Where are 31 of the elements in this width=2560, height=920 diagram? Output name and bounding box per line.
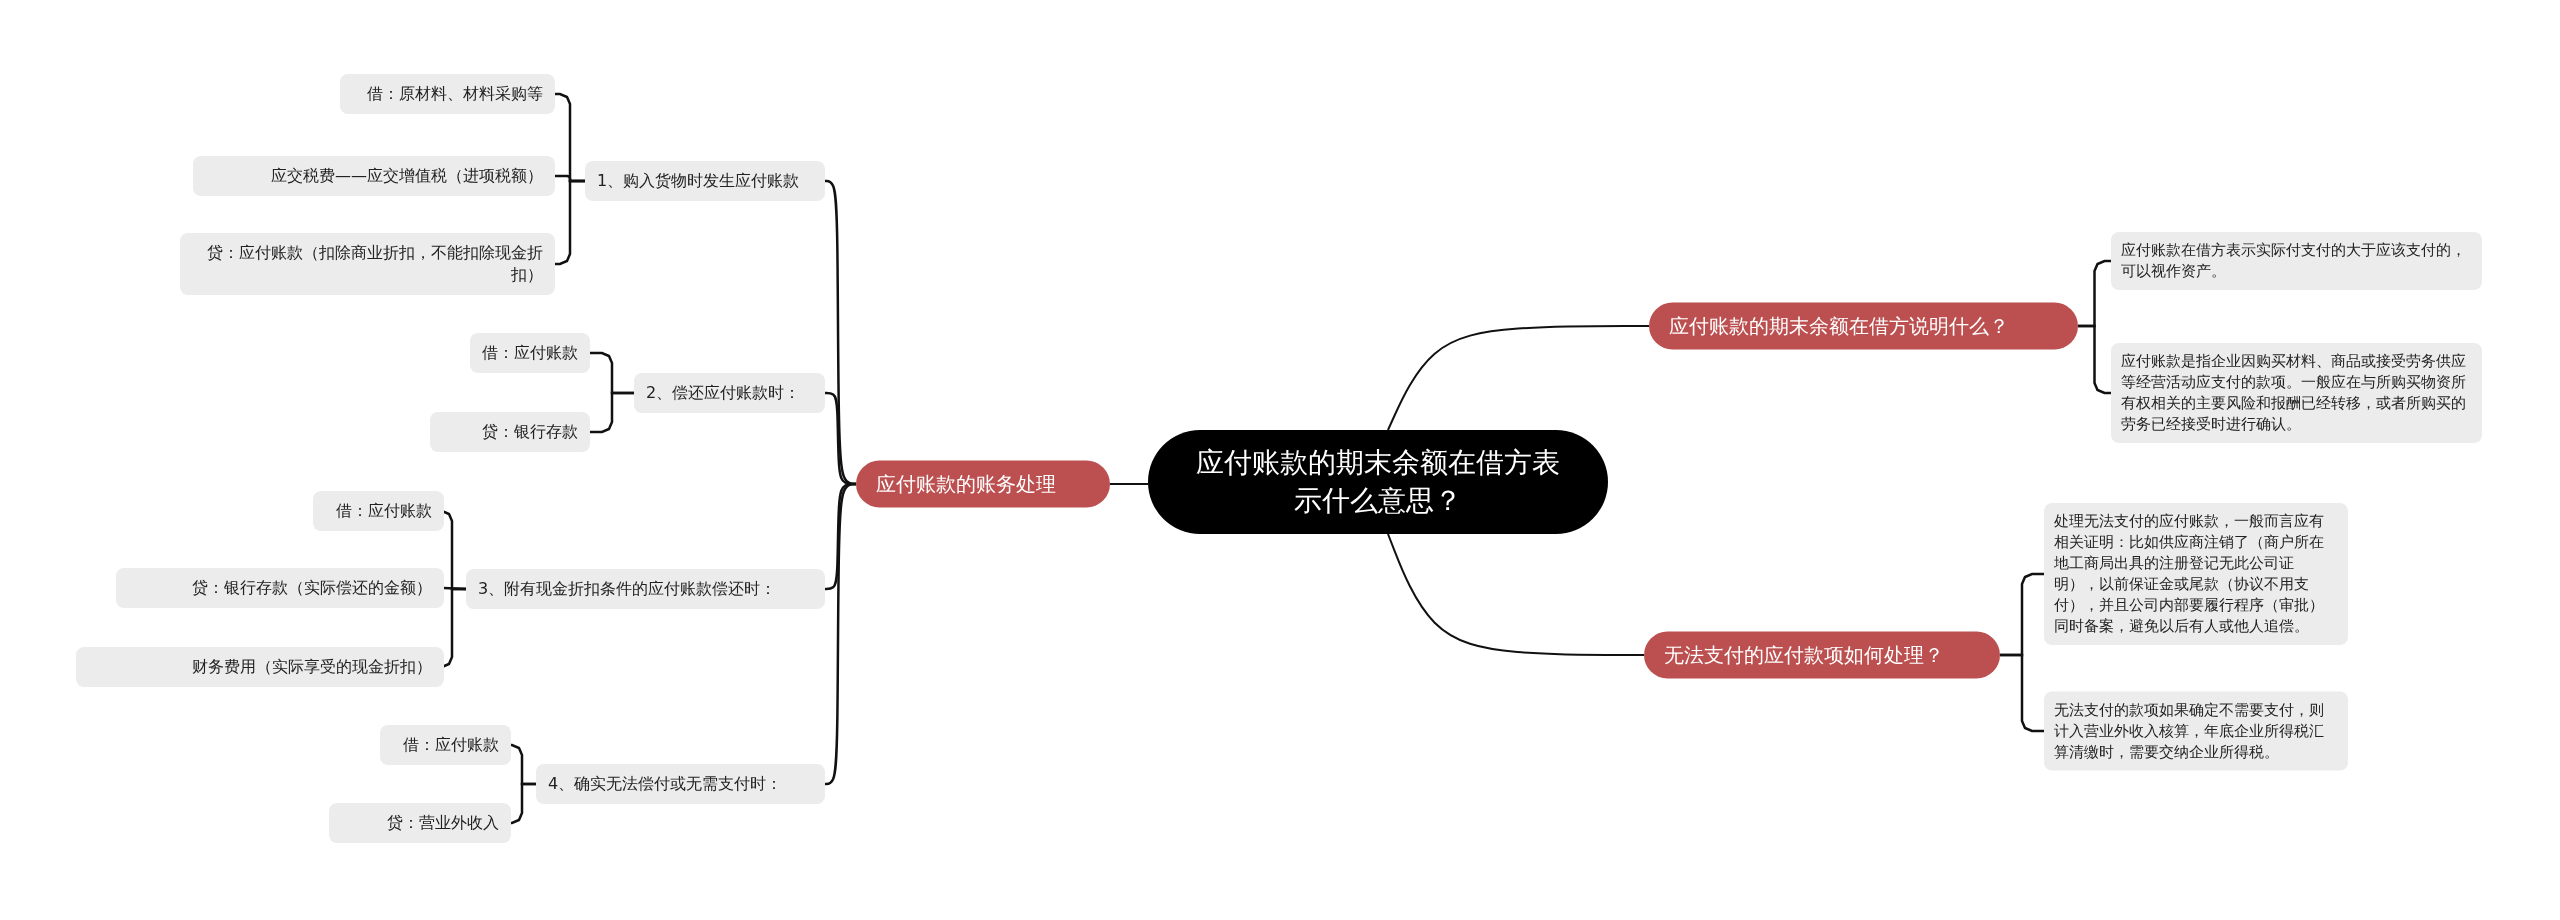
connector-line xyxy=(510,782,536,825)
entry-box: 借：应付账款 xyxy=(470,333,590,373)
note-box: 应付账款是指企业因购买材料、商品或接受劳务供应等经营活动应支付的款项。一般应在与所购买物资所有权相关的主要风险和报酬已经转移，或者所购买的劳务已经接受时进行确认。 xyxy=(2111,343,2482,443)
connector-line xyxy=(1387,533,1645,656)
connector-line xyxy=(824,482,856,786)
entry-box: 贷：应付账款（扣除商业折扣，不能扣除现金折扣） xyxy=(180,233,555,295)
entry-box: 财务费用（实际享受的现金折扣） xyxy=(76,647,444,687)
entry-box: 贷：银行存款 xyxy=(430,412,590,452)
entry-box: 借：原材料、材料采购等 xyxy=(340,74,555,114)
connector-line xyxy=(1387,325,1650,431)
note-box: 处理无法支付的应付账款，一般而言应有相关证明：比如供应商注销了（商户所在地工商局出具的注册登记无此公司证明），以前保证金或尾款（协议不用支付），并且公司内部要履行程序（审批）同时备案，避免以后有人或他人追偿。 xyxy=(2044,503,2348,645)
subtopic: 3、附有现金折扣条件的应付账款偿还时： xyxy=(466,569,825,609)
connector-line xyxy=(2000,653,2044,733)
note-box: 应付账款在借方表示实际付支付的大于应该支付的，可以视作资产。 xyxy=(2111,232,2482,290)
subtopic: 4、确实无法偿付或无需支付时： xyxy=(536,764,825,804)
main-topic: 无法支付的应付款项如何处理？ xyxy=(1644,631,2000,679)
entry-box: 贷：营业外收入 xyxy=(329,803,511,843)
main-topic: 应付账款的账务处理 xyxy=(856,460,1110,508)
subtopic: 1、购入货物时发生应付账款 xyxy=(585,161,825,201)
note-box: 无法支付的款项如果确定不需要支付，则计入营业外收入核算，年底企业所得税汇算清缴时，需要交纳企业所得税。 xyxy=(2044,691,2348,771)
entry-box: 借：应付账款 xyxy=(313,491,444,531)
subtopic: 2、偿还应付账款时： xyxy=(634,373,825,413)
connector-line xyxy=(2078,324,2111,395)
central-topic: 应付账款的期末余额在借方表示什么意思？ xyxy=(1148,430,1608,534)
connector-line xyxy=(555,179,585,266)
main-topic: 应付账款的期末余额在借方说明什么？ xyxy=(1649,302,2078,350)
connector-line xyxy=(590,391,634,434)
entry-box: 借：应付账款 xyxy=(380,725,511,765)
entry-box: 贷：银行存款（实际偿还的金额） xyxy=(116,568,444,608)
connector-line xyxy=(1109,483,1149,485)
entry-box: 应交税费——应交增值税（进项税额） xyxy=(193,156,555,196)
